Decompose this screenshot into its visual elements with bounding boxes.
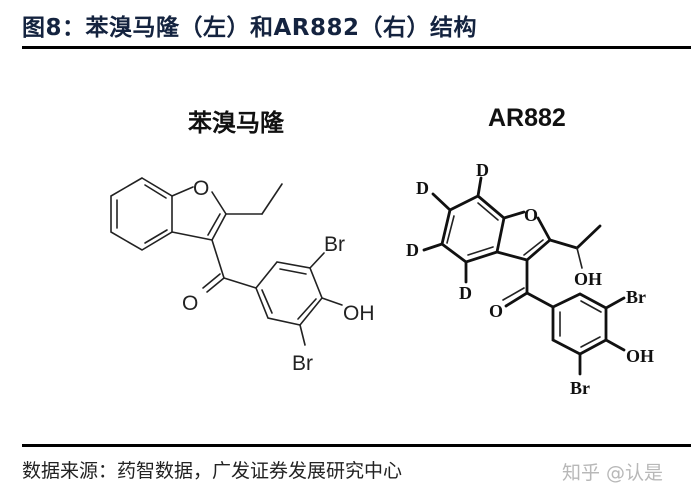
deuterium-1-label: D: [476, 160, 489, 180]
carbonyl-oxygen-label: O: [182, 292, 198, 315]
bromine-top-label: Br: [324, 233, 345, 256]
carbonyl-oxygen-label: O: [489, 301, 503, 321]
ring-oxygen-label: O: [524, 205, 538, 225]
watermark: 知乎 @认是: [562, 462, 664, 484]
benzbromarone-structure: O O Br OH Br: [110, 177, 375, 375]
top-divider: [22, 46, 691, 49]
hydroxyl-label: OH: [343, 302, 375, 325]
deuterium-3-label: D: [406, 240, 419, 260]
data-source: 数据来源：药智数据，广发证券发展研究中心: [22, 460, 403, 482]
bromine-bottom-label: Br: [570, 378, 590, 398]
ring-oxygen-label: O: [193, 177, 209, 200]
ar882-structure: D D D D O OH O Br OH Br: [406, 160, 654, 398]
figure-title: 图8：苯溴马隆（左）和AR882（右）结构: [22, 15, 478, 41]
bromine-bottom-label: Br: [292, 352, 313, 375]
deuterium-4-label: D: [459, 283, 472, 303]
bottom-divider: [22, 444, 691, 447]
benzbromarone-label: 苯溴马隆: [188, 108, 284, 137]
side-hydroxyl-label: OH: [574, 269, 602, 289]
bromine-top-label: Br: [626, 287, 646, 307]
ar882-label: AR882: [488, 104, 566, 132]
hydroxyl-label: OH: [626, 346, 654, 366]
deuterium-2-label: D: [416, 178, 429, 198]
